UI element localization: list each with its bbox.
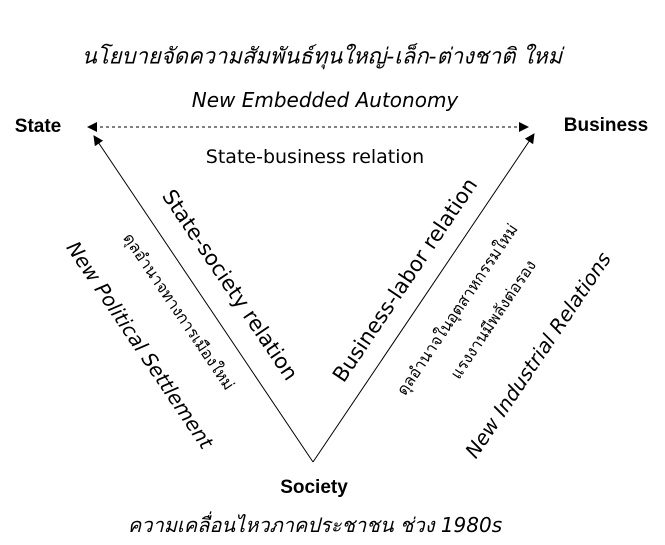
node-state: State [14,116,62,137]
bottom-caption-period: 1980s [440,513,503,537]
bottom-caption: ความเคลื่อนไหวภาคประชาชน ช่วง 1980s [128,509,502,541]
bottom-caption-thai: ความเคลื่อนไหวภาคประชาชน ช่วง [127,513,435,537]
node-business: Business [563,115,649,136]
title-thai: นโยบายจัดความสัมพันธ์ทุนใหญ่-เล็ก-ต่างชา… [81,44,563,70]
edge-state-business-label: State-business relation [205,146,425,168]
title-en: New Embedded Autonomy [191,88,459,112]
society-state-arrow [93,135,314,463]
society-business-arrow [312,133,535,463]
node-society: Society [280,477,348,498]
